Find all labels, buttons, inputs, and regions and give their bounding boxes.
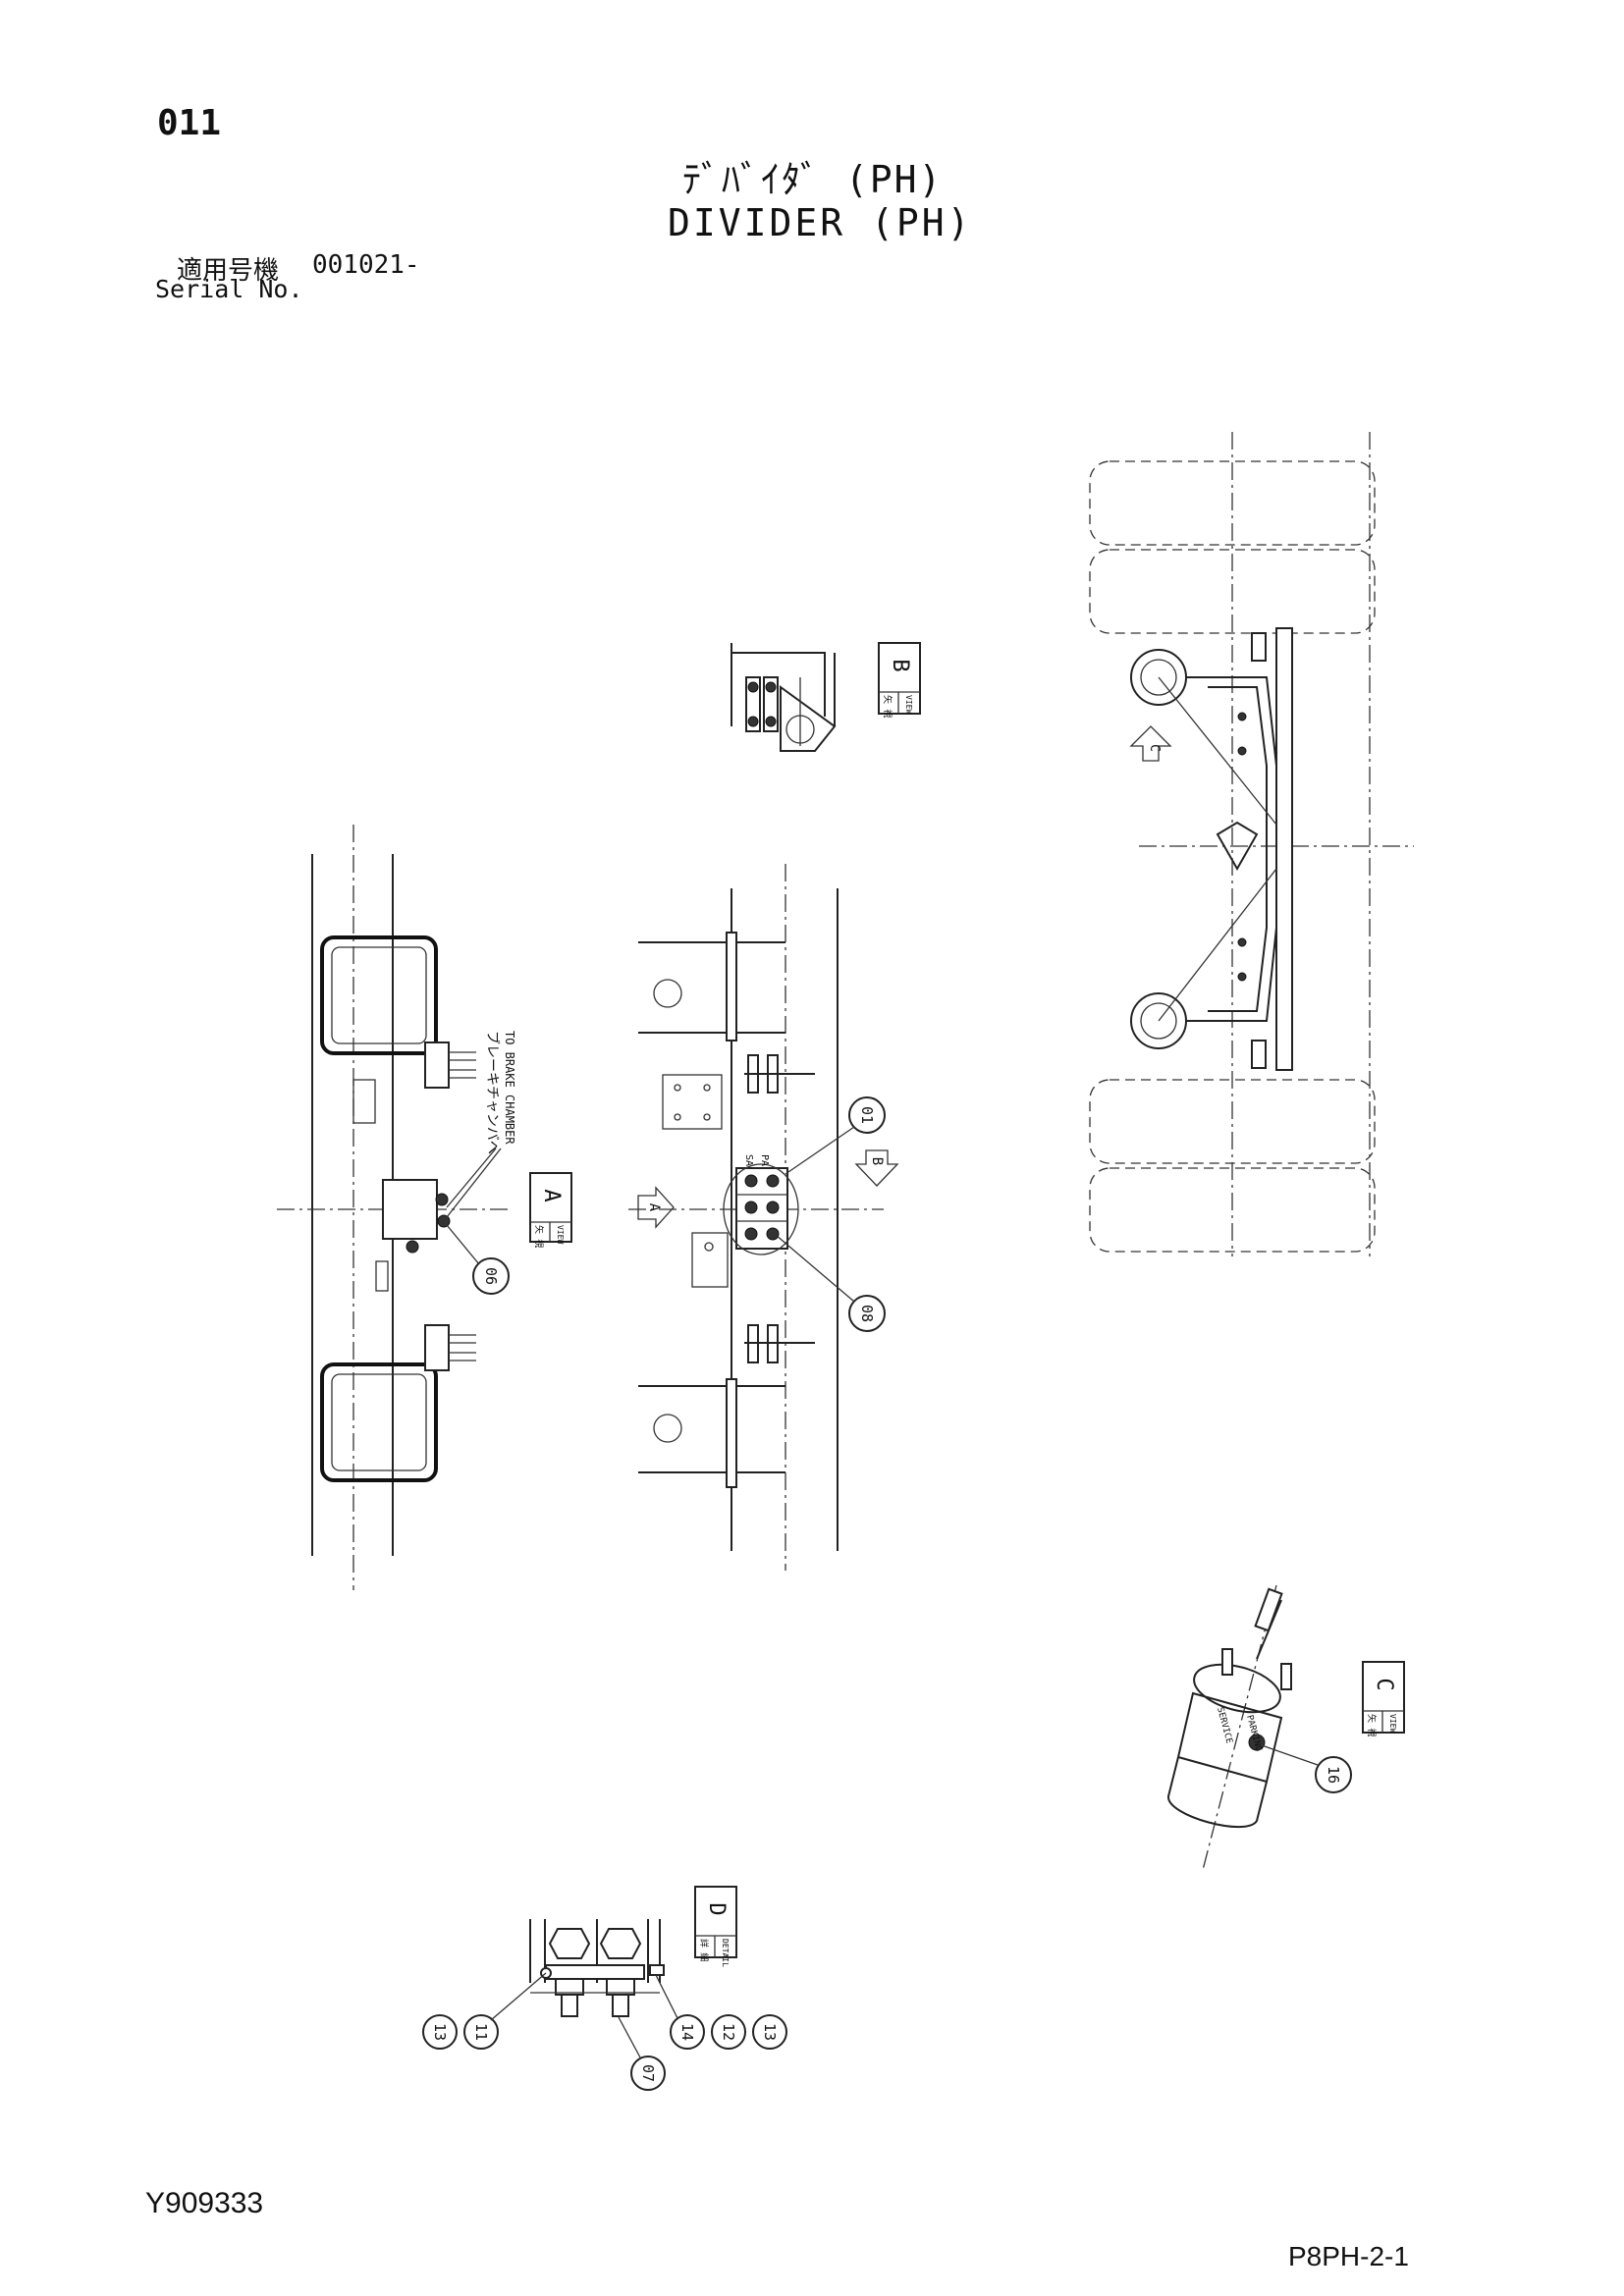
document-code: Y909333 bbox=[145, 2187, 264, 2219]
serial-label-japanese: 適用号機 bbox=[177, 256, 280, 286]
sheet-code: P8PH-2-1 bbox=[1288, 2241, 1409, 2271]
view-a-letter: A bbox=[539, 1189, 564, 1201]
view-b-caption: VIEW bbox=[904, 695, 913, 714]
detail-d-fittings bbox=[529, 1919, 665, 2017]
page-number: 011 bbox=[157, 103, 222, 143]
view-a-label: A 矢 視 VIEW bbox=[529, 1172, 572, 1248]
axle-top-view: C bbox=[1089, 432, 1414, 1256]
callout-14: 14 bbox=[678, 2023, 696, 2041]
arrow-c-letter: C bbox=[1147, 744, 1162, 752]
view-a-side-frame: ブレーキチャンバへ TO BRAKE CHAMBER 06 bbox=[277, 825, 516, 1590]
arrow-a-letter: A bbox=[646, 1203, 662, 1212]
callout-12: 12 bbox=[720, 2023, 737, 2041]
view-a-caption: VIEW bbox=[556, 1225, 565, 1244]
callout-13-left: 13 bbox=[431, 2023, 449, 2041]
serial-label-english: Serial No. bbox=[155, 275, 303, 303]
view-c-caption-jp: 矢 視 bbox=[1366, 1714, 1378, 1736]
brake-chamber-label-jp: ブレーキチャンバへ bbox=[484, 1031, 501, 1154]
port-sa-label: SA bbox=[743, 1154, 754, 1166]
detail-d-caption: DETAIL bbox=[721, 1939, 730, 1967]
callout-08: 08 bbox=[858, 1305, 876, 1322]
detail-d-letter: D bbox=[704, 1902, 729, 1915]
port-pa-label: PA bbox=[759, 1154, 770, 1166]
callout-13-right: 13 bbox=[761, 2023, 779, 2041]
detail-d-caption-jp: 詳 細 bbox=[698, 1939, 710, 1961]
detail-d-callouts: 13 11 07 14 12 13 bbox=[422, 1972, 787, 2091]
view-c-label: C 矢 視 VIEW bbox=[1362, 1661, 1405, 1736]
chamber-parking-label: PARKING bbox=[1244, 1714, 1263, 1752]
callout-06: 06 bbox=[482, 1267, 500, 1285]
view-c-letter: C bbox=[1372, 1678, 1396, 1690]
view-b-bracket bbox=[731, 643, 837, 752]
serial-number-value: 001021- bbox=[312, 250, 420, 280]
title-japanese: ﾃﾞﾊﾞｲﾀﾞ (PH) bbox=[682, 158, 944, 201]
callout-11: 11 bbox=[472, 2023, 490, 2041]
view-a-caption-jp: 矢 視 bbox=[533, 1225, 545, 1248]
brake-chamber-label-en: TO BRAKE CHAMBER bbox=[503, 1031, 516, 1145]
view-b-label: B 矢 視 VIEW bbox=[878, 642, 921, 718]
callout-07: 07 bbox=[639, 2064, 657, 2082]
detail-d-label: D 詳 細 DETAIL bbox=[694, 1886, 737, 1967]
view-b-caption-jp: 矢 視 bbox=[882, 695, 893, 718]
title-english: DIVIDER (PH) bbox=[668, 201, 973, 244]
arrow-b-letter: B bbox=[869, 1157, 885, 1165]
view-c-caption: VIEW bbox=[1388, 1714, 1397, 1733]
center-plan-view: SA PA A B 01 08 bbox=[628, 864, 899, 1571]
chamber-service-label: SERVICE bbox=[1215, 1706, 1233, 1744]
view-b-letter: B bbox=[888, 659, 912, 671]
callout-01: 01 bbox=[858, 1106, 876, 1124]
view-c-brake-chamber: SERVICE PARKING 16 bbox=[1166, 1584, 1352, 1871]
callout-16: 16 bbox=[1325, 1766, 1342, 1784]
